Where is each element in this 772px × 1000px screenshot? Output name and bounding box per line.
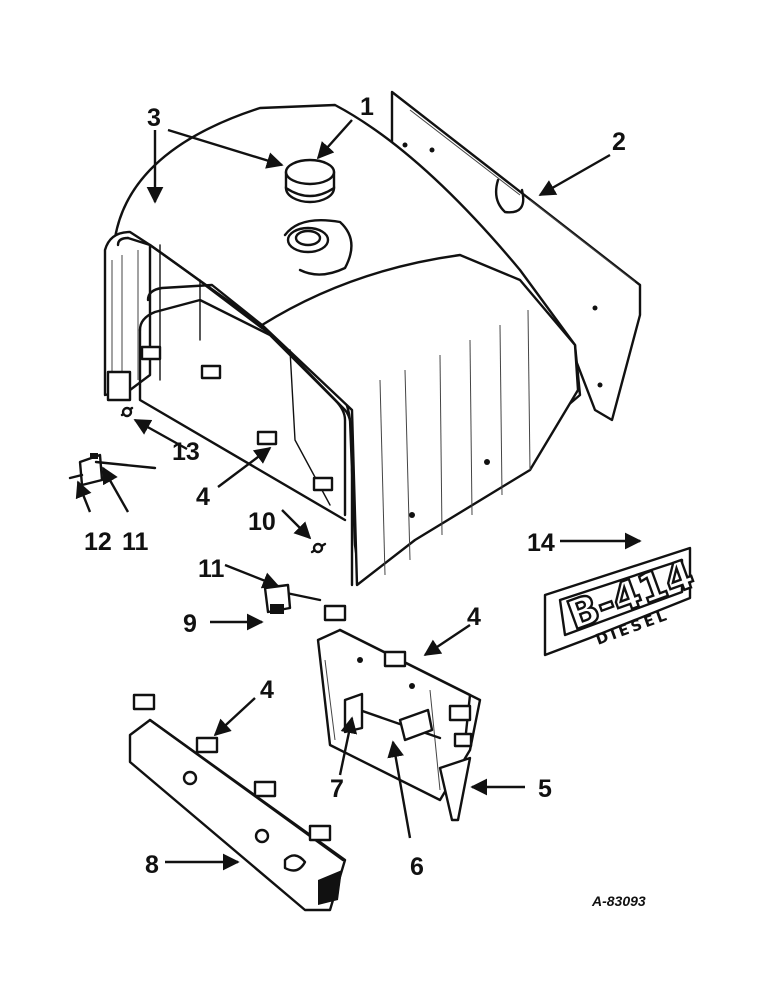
callout-11-center: 11 — [198, 555, 225, 583]
emblem-part: B-414 DIESEL — [543, 546, 701, 657]
hood-part — [103, 103, 582, 587]
callout-12: 12 — [84, 528, 112, 556]
drawing-number: A-83093 — [591, 893, 646, 909]
callout-1: 1 — [360, 93, 374, 121]
callout-13: 13 — [172, 438, 200, 466]
callout-4-right: 4 — [467, 603, 481, 631]
filler-cap-part — [284, 158, 336, 204]
leader-lines — [75, 119, 642, 871]
right-support-bracket — [316, 604, 482, 822]
center-latch-hardware — [263, 542, 327, 614]
callout-2: 2 — [612, 128, 626, 156]
left-support-bracket — [128, 693, 347, 912]
callout-5: 5 — [538, 775, 552, 803]
callout-4-left: 4 — [260, 676, 274, 704]
callout-10: 10 — [248, 508, 276, 536]
callout-3: 3 — [147, 104, 161, 132]
callout-9: 9 — [183, 610, 197, 638]
callout-11-left: 11 — [122, 528, 149, 556]
left-latch-hardware — [68, 406, 157, 487]
callout-labels: 1 2 3 4 4 4 5 6 7 8 9 10 11 11 12 13 14 … — [84, 93, 646, 909]
callout-7: 7 — [330, 775, 344, 803]
callout-6: 6 — [410, 853, 424, 881]
callout-4-upper: 4 — [196, 483, 210, 511]
callout-14: 14 — [527, 529, 555, 557]
callout-8: 8 — [145, 851, 159, 879]
